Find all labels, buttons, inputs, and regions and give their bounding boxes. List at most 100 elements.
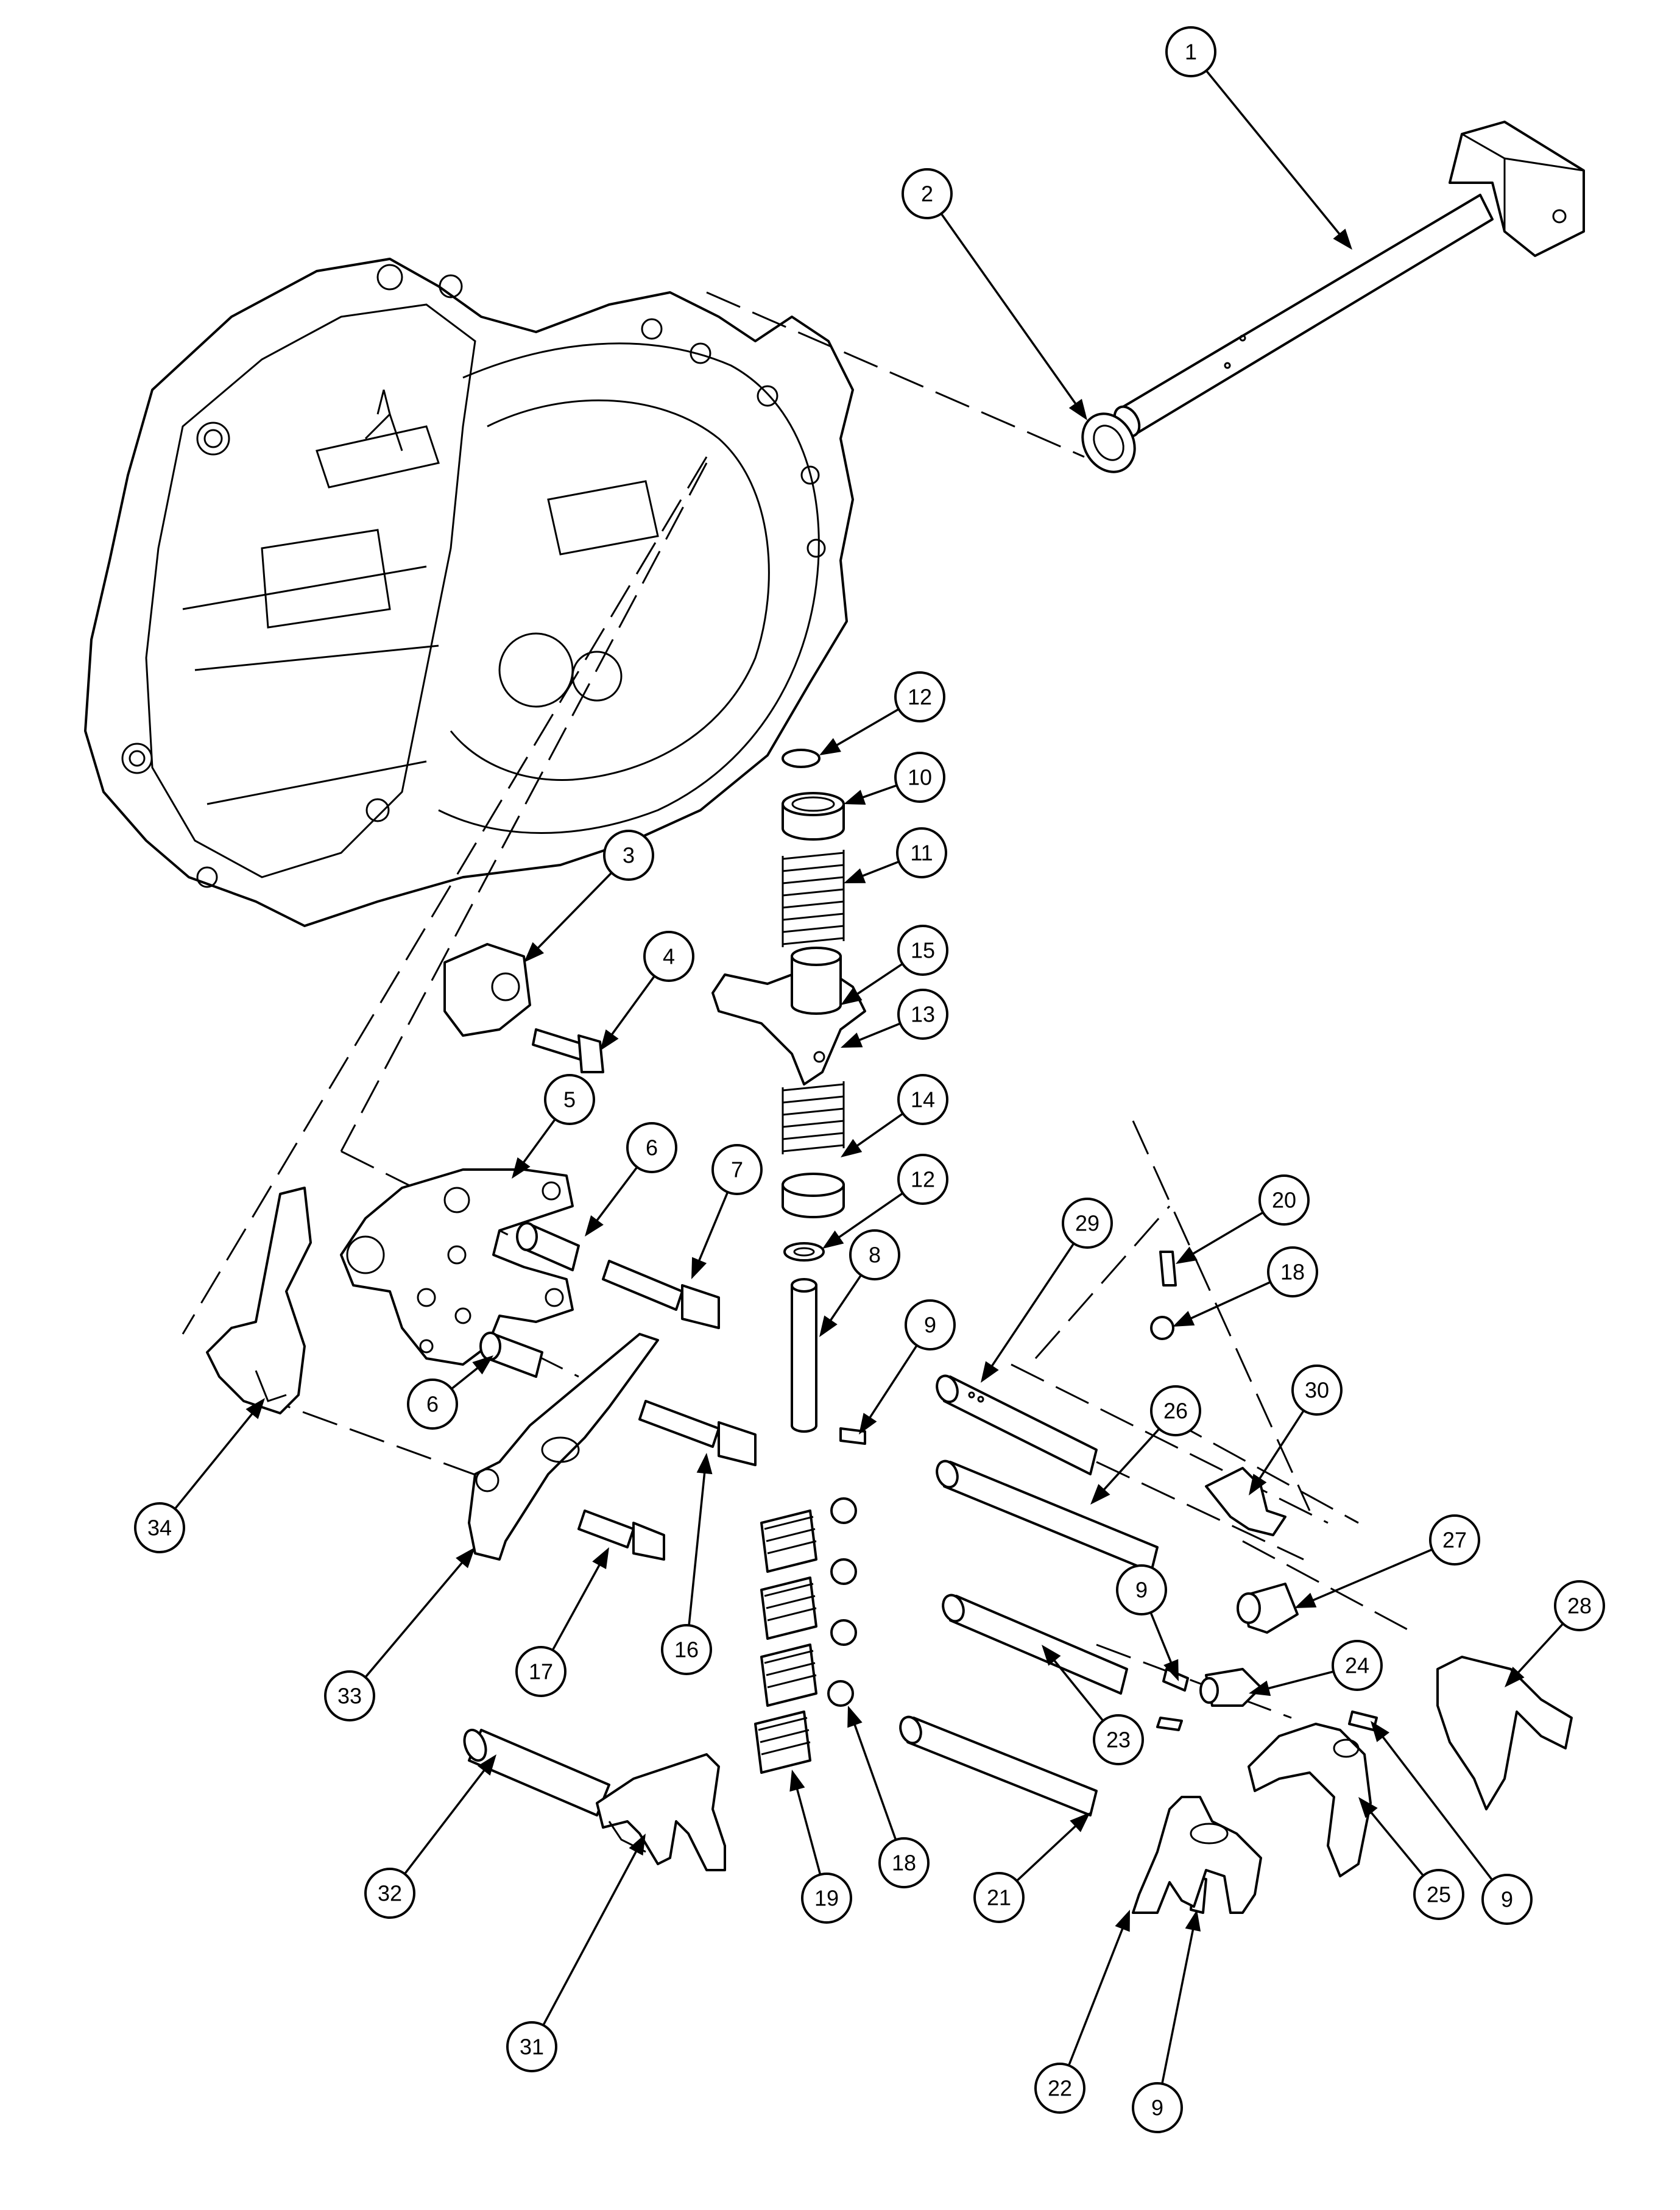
leader-arrowhead	[844, 789, 866, 805]
leader-arrowhead	[1042, 1645, 1061, 1666]
callout-19: 19	[801, 1873, 852, 1924]
svg-text:14: 14	[911, 1087, 935, 1112]
leader-line	[1205, 69, 1342, 236]
selector-block-24	[1199, 1668, 1262, 1707]
bolt-16	[638, 1400, 757, 1466]
callout-1: 1	[1165, 26, 1216, 77]
callout-21: 21	[973, 1872, 1025, 1923]
callout-29: 29	[1062, 1198, 1113, 1249]
leader-arrowhead	[1249, 1680, 1271, 1696]
leader-line	[1369, 1810, 1424, 1877]
callout-26: 26	[1150, 1385, 1201, 1436]
callout-7: 7	[711, 1144, 763, 1195]
leader-arrowhead	[1505, 1667, 1525, 1687]
leader-line	[855, 1112, 904, 1148]
leader-line	[451, 1366, 480, 1390]
snap-ring-upper	[782, 749, 821, 768]
svg-text:5: 5	[563, 1087, 576, 1112]
leader-line	[828, 1274, 863, 1323]
callout-30: 30	[1291, 1364, 1343, 1416]
leader-arrowhead	[1090, 1484, 1110, 1505]
svg-text:23: 23	[1106, 1728, 1131, 1753]
guide-plate	[206, 1187, 312, 1414]
svg-text:32: 32	[378, 1881, 402, 1906]
leader-line	[610, 975, 655, 1037]
svg-text:27: 27	[1442, 1528, 1467, 1553]
bushing-upper	[516, 1222, 580, 1271]
detent-balls	[827, 1497, 857, 1707]
spring-seat	[782, 792, 845, 841]
lower-spring	[782, 1081, 845, 1154]
bushing-lower	[479, 1332, 543, 1378]
svg-text:26: 26	[1163, 1399, 1188, 1424]
leader-line	[1188, 1281, 1271, 1321]
leader-line	[364, 1560, 464, 1678]
shift-fork-25	[1248, 1723, 1372, 1877]
svg-text:6: 6	[426, 1392, 439, 1417]
leader-arrowhead	[841, 1033, 863, 1048]
callout-9-right: 9	[1481, 1874, 1533, 1925]
leader-line	[521, 1118, 556, 1165]
lower-spring-seat	[782, 1173, 845, 1218]
svg-text:19: 19	[814, 1886, 839, 1911]
callout-12-upper: 12	[894, 671, 945, 722]
bushing-27	[1237, 1583, 1299, 1634]
svg-text:28: 28	[1567, 1594, 1592, 1619]
leader-line	[867, 1344, 918, 1420]
leader-line	[860, 860, 900, 878]
callout-13: 13	[897, 989, 948, 1040]
detent-springs	[754, 1509, 817, 1774]
guide-pin	[791, 1278, 817, 1433]
shift-fork-22	[1132, 1796, 1262, 1914]
leader-arrowhead	[1173, 1311, 1195, 1327]
svg-text:18: 18	[892, 1851, 916, 1876]
callout-18-bottom: 18	[878, 1837, 930, 1888]
svg-text:16: 16	[674, 1637, 699, 1662]
leader-line	[403, 1768, 487, 1875]
leader-arrowhead	[789, 1770, 805, 1792]
leader-line	[688, 1470, 706, 1626]
interlock-lever	[468, 1333, 659, 1561]
svg-text:3: 3	[623, 843, 635, 868]
leader-line	[1161, 1927, 1195, 2085]
leader-arrowhead	[512, 1157, 531, 1179]
upper-spring	[782, 850, 845, 947]
svg-text:4: 4	[663, 944, 675, 969]
leader-arrowhead	[1068, 398, 1087, 420]
svg-text:9: 9	[1135, 1578, 1148, 1603]
leader-line	[940, 213, 1078, 406]
rail-23	[942, 1594, 1128, 1695]
leader-line	[1266, 1670, 1334, 1690]
leader-arrowhead	[822, 1230, 844, 1249]
callout-31: 31	[506, 2021, 557, 2072]
svg-text:31: 31	[520, 2035, 544, 2060]
leader-arrowhead	[844, 868, 866, 883]
selector-housing	[340, 1168, 574, 1366]
leader-line	[1101, 1428, 1160, 1492]
leader-line	[535, 872, 613, 950]
callout-23: 23	[1093, 1714, 1144, 1765]
callout-6-lower: 6	[407, 1379, 458, 1430]
svg-text:1: 1	[1185, 40, 1197, 65]
roll-pin	[839, 1427, 866, 1445]
transmission-housing	[84, 258, 854, 927]
svg-text:6: 6	[646, 1135, 658, 1160]
leader-arrowhead	[629, 1834, 646, 1856]
svg-text:25: 25	[1427, 1882, 1451, 1907]
leader-arrowhead	[691, 1257, 707, 1279]
leader-line	[1149, 1612, 1173, 1665]
leader-line	[174, 1411, 255, 1510]
svg-text:24: 24	[1345, 1653, 1369, 1678]
callout-4: 4	[643, 931, 694, 982]
leader-line	[835, 708, 900, 747]
callout-20: 20	[1258, 1174, 1310, 1226]
callout-16: 16	[661, 1624, 712, 1675]
svg-text:9: 9	[924, 1313, 936, 1338]
leader-line	[595, 1166, 638, 1223]
callout-24: 24	[1332, 1640, 1383, 1691]
callout-8: 8	[849, 1229, 900, 1280]
callout-2: 2	[902, 168, 953, 219]
leader-line	[990, 1243, 1075, 1369]
leader-arrowhead	[819, 1315, 838, 1337]
